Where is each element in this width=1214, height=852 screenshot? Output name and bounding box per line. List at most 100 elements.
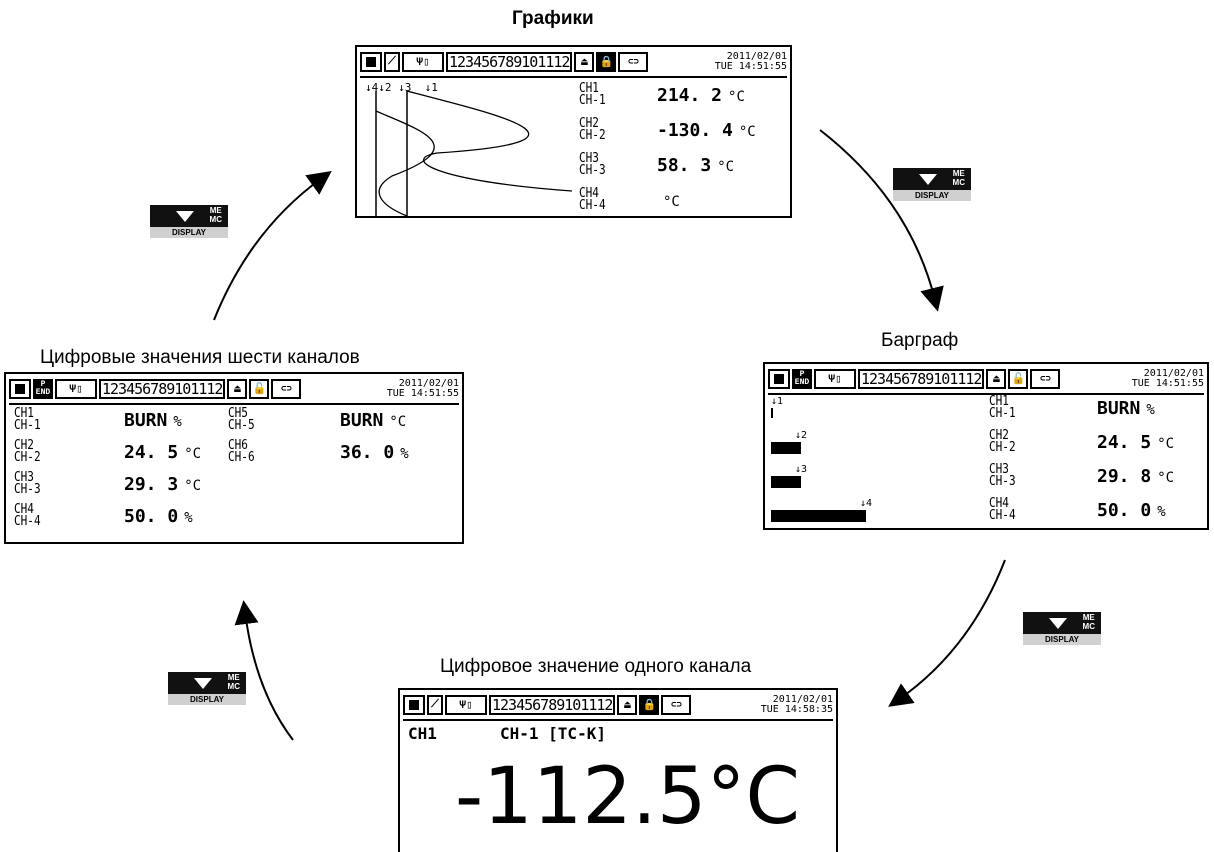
eject-icon: ⏏ [617, 695, 638, 715]
channel-tag: CH5 [228, 406, 248, 421]
bar [771, 476, 801, 488]
display-button-label: DISPLAY [150, 227, 228, 238]
down-triangle-icon [1049, 618, 1067, 629]
pen-icon: ⟋ [384, 52, 400, 72]
usb-icon: Ψ▯ [814, 369, 856, 389]
card-icon: ⊂⊃ [1030, 369, 1061, 389]
stop-icon [9, 379, 31, 399]
channel-name: CH-5 [228, 418, 255, 433]
channel-value: 214. 2°C [657, 85, 745, 106]
channel-name: CH-6 [228, 450, 255, 465]
eject-icon: ⏏ [986, 369, 1007, 389]
channel-numbers: 123456789101112 [489, 695, 616, 715]
bar [771, 408, 773, 418]
channel-tag: CH2 [989, 428, 1009, 443]
channel-tag: CH3 [989, 462, 1009, 477]
channel-tag: CH3 [579, 151, 599, 166]
card-icon: ⊂⊃ [618, 52, 649, 72]
channel-numbers: 123456789101112 [99, 379, 226, 399]
channel-numbers: 123456789101112 [858, 369, 985, 389]
channel-name: CH-2 [14, 450, 41, 465]
bar-marker: ↓1 [771, 396, 784, 407]
channel-tag: CH4 [14, 502, 34, 517]
down-triangle-icon [919, 174, 937, 185]
channel-tag: CH2 [579, 116, 599, 131]
channel-name: CH-4 [14, 514, 41, 529]
pen-icon: ⟋ [427, 695, 443, 715]
channel-value: 50. 0% [124, 506, 193, 527]
channel-name: CH-3 [14, 482, 41, 497]
eject-icon: ⏏ [574, 52, 595, 72]
channel-numbers: 123456789101112 [446, 52, 573, 72]
channel-name: CH-1 [989, 406, 1016, 421]
arrow-graphs-to-bargraph [819, 129, 944, 312]
channel-value: 58. 3°C [657, 155, 735, 176]
channel-name: CH-3 [989, 474, 1016, 489]
channel-value: 29. 8°C [1097, 466, 1175, 487]
channel-name: CH-2 [579, 128, 606, 143]
eject-icon: ⏏ [227, 379, 248, 399]
channel-value: BURN% [124, 410, 182, 431]
stop-icon [768, 369, 790, 389]
stop-icon [403, 695, 425, 715]
down-triangle-icon [176, 211, 194, 222]
channel-value: 36. 0% [340, 442, 409, 463]
card-icon: ⊂⊃ [271, 379, 302, 399]
title-bargraph: Барграф [881, 330, 959, 351]
arrow-bargraph-to-single [888, 559, 1006, 707]
bar-marker: ↓4 [860, 498, 873, 509]
lock-icon: 🔒 [639, 695, 660, 715]
channel-value: 29. 3°C [124, 474, 202, 495]
single-channel-value: -112.5°C [455, 752, 800, 842]
display-button-label: DISPLAY [168, 694, 246, 705]
channel-tag: CH1 [989, 394, 1009, 409]
channel-value: 50. 0% [1097, 500, 1166, 521]
channel-tag: CH1 [14, 406, 34, 421]
bar [771, 510, 866, 522]
channel-name: CH-4 [579, 198, 606, 213]
channel-tag: CH4 [989, 496, 1009, 511]
stop-icon [360, 52, 382, 72]
channel-value: -130. 4°C [657, 120, 756, 141]
channel-value: 24. 5°C [124, 442, 202, 463]
lock-icon: 🔒 [596, 52, 617, 72]
title-graphs: Графики [512, 8, 594, 29]
display-button-label: DISPLAY [893, 190, 971, 201]
bar-marker: ↓3 [795, 464, 808, 475]
channel-value: 24. 5°C [1097, 432, 1175, 453]
usb-icon: Ψ▯ [402, 52, 444, 72]
title-single: Цифровое значение одного канала [440, 656, 752, 677]
usb-icon: Ψ▯ [445, 695, 487, 715]
channel-name: CH-4 [989, 508, 1016, 523]
channel-tag: CH1 [579, 81, 599, 96]
channel-name: CH-2 [989, 440, 1016, 455]
title-six: Цифровые значения шести каналов [40, 347, 360, 368]
usb-icon: Ψ▯ [55, 379, 97, 399]
